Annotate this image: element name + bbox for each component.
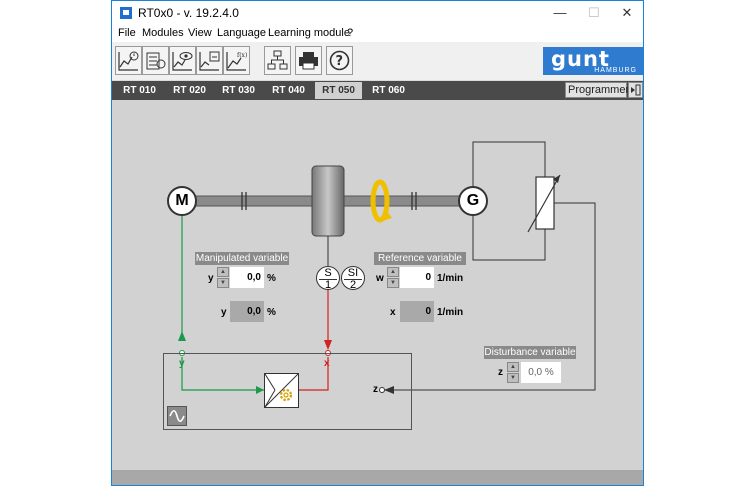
speed-sensor-1: S 1 [316, 266, 340, 291]
disturbance-variable-title: Disturbance variable [484, 346, 576, 359]
function-fx-button[interactable]: f(x) [223, 46, 250, 75]
close-button[interactable]: ✕ [621, 5, 633, 20]
menu-bar: File Modules View Language Learning modu… [112, 25, 643, 42]
manipulated-variable-title: Manipulated variable [195, 252, 289, 265]
tab-rt040[interactable]: RT 040 [272, 85, 305, 96]
signal-z-label: z [373, 384, 378, 395]
variable-resistor [535, 176, 555, 230]
disturbance-up-button[interactable]: ▲ [507, 362, 519, 372]
svg-text:f(x): f(x) [237, 52, 247, 59]
disturbance-down-button[interactable]: ▼ [507, 373, 519, 383]
shaft-left [195, 195, 313, 207]
reference-readout-unit: 1/min [437, 307, 464, 318]
manipulated-readout-unit: % [267, 307, 276, 318]
menu-modules[interactable]: Modules [142, 27, 184, 39]
tab-rt050[interactable]: RT 050 [315, 82, 362, 99]
signal-y-label: y [179, 358, 185, 369]
manipulated-value-input[interactable]: 0,0 [230, 267, 264, 288]
network-button[interactable] [264, 46, 291, 75]
network-icon [267, 50, 288, 70]
rotation-arrow-icon [370, 179, 392, 223]
process-diagram: M G S 1 SI 2 Manipulated variable y ▲ ▼ … [112, 100, 643, 470]
motor-symbol: M [167, 186, 197, 216]
app-window: RT0x0 - v. 19.2.4.0 — ☐ ✕ File Modules V… [111, 0, 644, 486]
printer-icon [299, 52, 318, 70]
controller-block[interactable] [264, 373, 299, 408]
panel-toggle-icon [631, 84, 641, 96]
sensor1-top: S [324, 267, 332, 279]
svg-text:?: ? [336, 54, 344, 69]
control-loop-box [163, 353, 412, 430]
minimize-button[interactable]: — [553, 5, 567, 20]
trend-export-icon [199, 51, 220, 71]
reference-readout-label: x [390, 307, 396, 318]
manipulated-up-button[interactable]: ▲ [217, 267, 229, 277]
manipulated-var-label: y [208, 273, 214, 284]
status-bar [112, 470, 643, 485]
load-circuit-top [472, 141, 546, 186]
window-title: RT0x0 - v. 19.2.4.0 [138, 6, 239, 20]
reference-readout-value: 0 [400, 301, 434, 322]
maximize-button[interactable]: ☐ [588, 5, 600, 20]
tab-rt020[interactable]: RT 020 [173, 85, 206, 96]
disturbance-value-input[interactable]: 0,0 % [521, 362, 561, 383]
generator-symbol: G [458, 186, 488, 216]
programmer-toggle[interactable] [628, 82, 643, 98]
reference-spinner[interactable]: ▲ ▼ [387, 267, 399, 288]
logo-sub-text: HAMBURG [594, 67, 637, 74]
tab-rt030[interactable]: RT 030 [222, 85, 255, 96]
reference-unit: 1/min [437, 273, 464, 284]
help-button[interactable]: ? [326, 46, 353, 75]
flywheel [311, 165, 345, 237]
reference-down-button[interactable]: ▼ [387, 278, 399, 288]
title-bar: RT0x0 - v. 19.2.4.0 — ☐ ✕ [112, 1, 643, 25]
module-tab-bar: RT 010 RT 020 RT 030 RT 040 RT 050 RT 06… [112, 81, 643, 100]
sine-wave-icon [169, 409, 185, 423]
logo-main-text: gunt [551, 47, 610, 71]
menu-help[interactable]: ? [347, 27, 354, 39]
print-button[interactable] [295, 46, 322, 75]
manipulated-unit: % [267, 273, 276, 284]
disturbance-line [384, 202, 596, 391]
programmer-button[interactable]: Programmer [565, 82, 629, 98]
function-fx-icon: f(x) [226, 52, 247, 71]
trend-eye-button[interactable] [169, 46, 196, 75]
schematic-lines [178, 141, 596, 394]
trend-eye-icon [172, 52, 193, 71]
reference-up-button[interactable]: ▲ [387, 267, 399, 277]
sensor2-bottom: 2 [349, 279, 357, 291]
tab-rt010[interactable]: RT 010 [123, 85, 156, 96]
tab-rt060[interactable]: RT 060 [372, 85, 405, 96]
trend-export-button[interactable] [196, 46, 223, 75]
data-table-button[interactable] [142, 46, 169, 75]
menu-file[interactable]: File [118, 27, 136, 39]
manipulated-readout-label: y [221, 307, 227, 318]
manipulated-readout-value: 0,0 [230, 301, 264, 322]
sensor2-top: SI [347, 267, 359, 279]
reference-var-label: w [376, 273, 384, 284]
controller-gear-icon [264, 373, 299, 408]
reference-value-input[interactable]: 0 [400, 267, 434, 288]
disturbance-var-label: z [498, 367, 503, 378]
app-icon [120, 7, 132, 19]
resistor-adjust-arrow [527, 174, 561, 233]
shaft-right [343, 195, 461, 207]
trend-time-icon [118, 51, 139, 71]
menu-language[interactable]: Language [217, 27, 266, 39]
signal-x-label: x [324, 358, 330, 369]
reference-variable-title: Reference variable [374, 252, 466, 265]
data-table-icon [146, 52, 166, 70]
load-circuit-bottom [472, 216, 546, 261]
sensor1-bottom: 1 [324, 279, 332, 291]
speed-sensor-2: SI 2 [341, 266, 365, 291]
signal-generator-button[interactable] [167, 406, 187, 426]
menu-learning-module[interactable]: Learning module [268, 27, 350, 39]
disturbance-spinner[interactable]: ▲ ▼ [507, 362, 519, 383]
gunt-logo: gunt HAMBURG [543, 47, 643, 75]
help-icon: ? [329, 50, 350, 71]
manipulated-down-button[interactable]: ▼ [217, 278, 229, 288]
manipulated-spinner[interactable]: ▲ ▼ [217, 267, 229, 288]
trend-time-button[interactable] [115, 46, 142, 75]
menu-view[interactable]: View [188, 27, 212, 39]
